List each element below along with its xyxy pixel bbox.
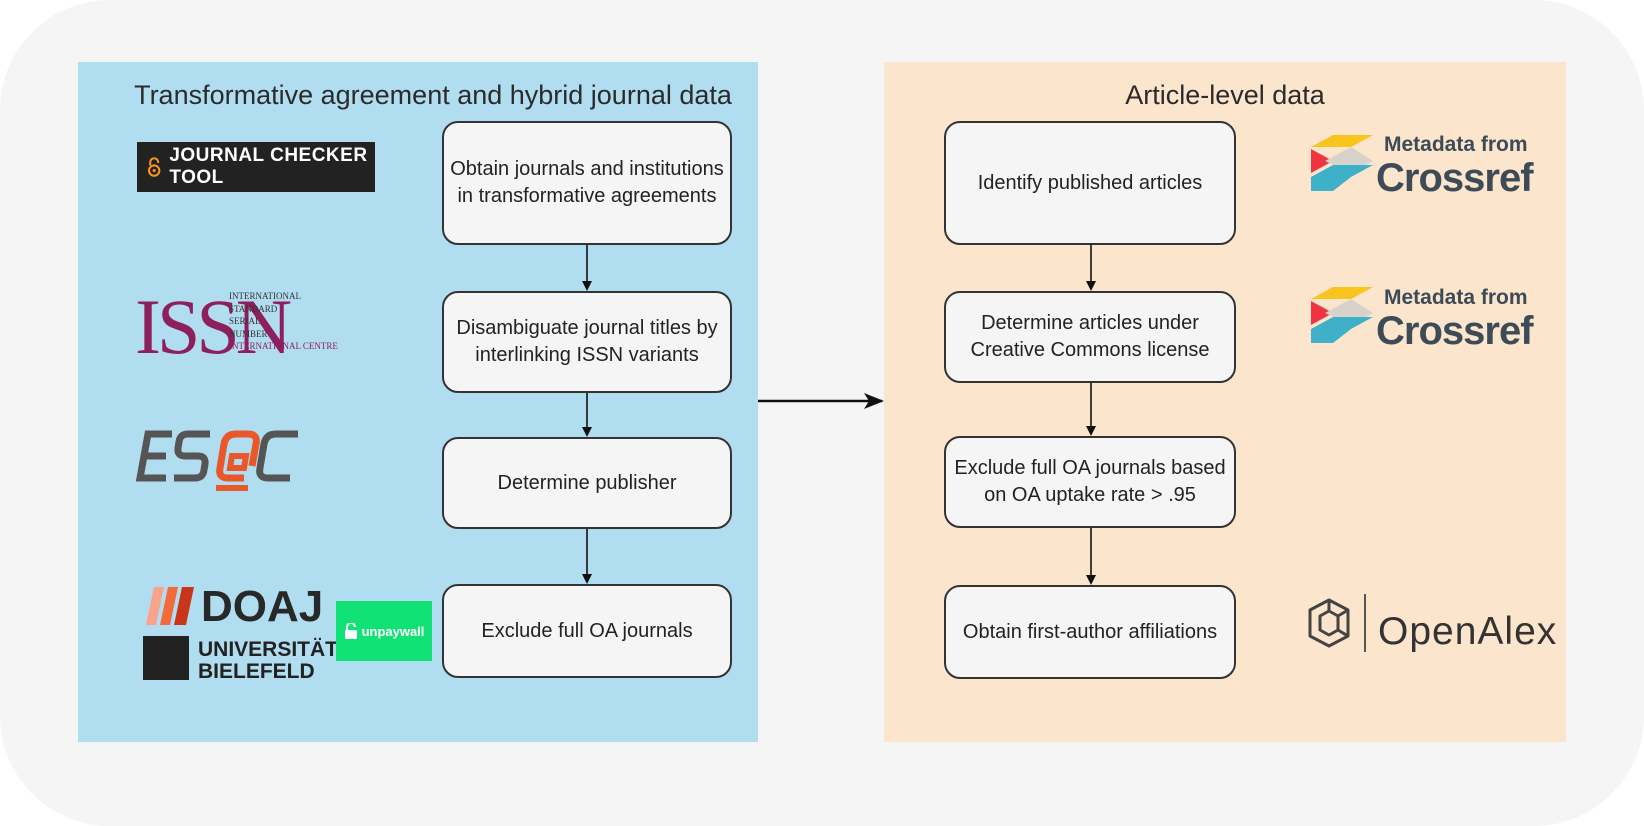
journal-checker-tool-logo: JOURNAL CHECKER TOOL xyxy=(137,142,375,192)
issn-line: INTERNATIONAL CENTRE xyxy=(229,341,338,351)
step-determine-publisher: Determine publisher xyxy=(442,437,732,529)
bielefeld-line: UNIVERSITÄT xyxy=(198,638,339,661)
step-first-author: Obtain first-author affiliations xyxy=(944,585,1236,679)
left-panel-title: Transformative agreement and hybrid jour… xyxy=(134,80,732,110)
crossref-mark-icon xyxy=(1311,287,1373,343)
issn-line: STANDARD xyxy=(229,303,278,314)
step-creative-commons: Determine articles under Creative Common… xyxy=(944,291,1236,383)
open-access-lock-icon xyxy=(147,157,161,177)
crossref-big-text: Crossref xyxy=(1376,156,1534,200)
crossref-small-text: Metadata from xyxy=(1384,286,1528,309)
esac-logo xyxy=(136,430,298,491)
issn-line: NUMBER xyxy=(229,328,268,339)
bielefeld-logo-mark xyxy=(143,636,189,680)
right-panel-title: Article-level data xyxy=(1125,80,1325,110)
step-exclude-by-uptake: Exclude full OA journals based on OA upt… xyxy=(944,436,1236,528)
doaj-mark-icon xyxy=(146,587,194,625)
jct-logo-text: JOURNAL CHECKER TOOL xyxy=(169,145,368,188)
issn-line: INTERNATIONAL xyxy=(229,291,301,301)
crossref-mark-icon xyxy=(1311,135,1373,191)
unlocked-padlock-icon xyxy=(344,623,357,639)
step-obtain-journals: Obtain journals and institutions in tran… xyxy=(442,121,732,245)
doaj-logo-text: DOAJ xyxy=(201,582,324,631)
openalex-divider xyxy=(1364,594,1366,652)
openalex-mark-icon xyxy=(1308,598,1350,648)
issn-logo-lines: INTERNATIONAL STANDARD SERIAL NUMBER INT… xyxy=(229,290,338,353)
bielefeld-logo-text: UNIVERSITÄT BIELEFELD xyxy=(198,639,338,683)
bielefeld-line: BIELEFELD xyxy=(198,660,315,683)
issn-line: SERIAL xyxy=(229,316,261,326)
crossref-small-text: Metadata from xyxy=(1384,133,1528,156)
crossref-big-text: Crossref xyxy=(1376,309,1534,353)
step-identify-articles: Identify published articles xyxy=(944,121,1236,245)
unpaywall-logo: unpaywall xyxy=(336,601,432,661)
step-disambiguate-titles: Disambiguate journal titles by interlink… xyxy=(442,291,732,393)
step-exclude-full-oa: Exclude full OA journals xyxy=(442,584,732,678)
unpaywall-logo-text: unpaywall xyxy=(361,623,425,639)
openalex-logo-text: OpenAlex xyxy=(1378,610,1558,653)
issn-logo-word: ISSN xyxy=(135,283,292,370)
